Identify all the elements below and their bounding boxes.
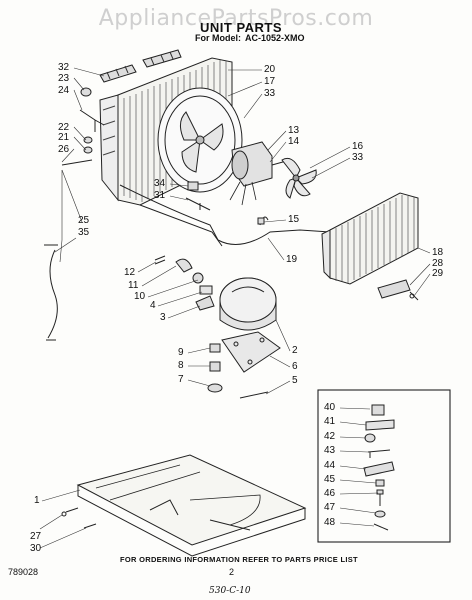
callout-19: 19	[286, 254, 298, 265]
callout-2: 2	[292, 345, 298, 356]
callout-32: 32	[58, 62, 70, 73]
base-pan	[76, 454, 307, 557]
document-code: 789028	[8, 567, 39, 577]
callout-5: 5	[292, 375, 298, 386]
callout-33-upper: 33	[264, 88, 276, 99]
blower-fan	[281, 157, 317, 199]
base-screws	[61, 507, 97, 529]
model-label: For Model:	[195, 33, 241, 43]
compressor-mount-plate	[221, 331, 281, 373]
compressor	[219, 277, 277, 331]
callout-26: 26	[58, 144, 70, 155]
callout-10: 10	[134, 291, 146, 302]
callout-8: 8	[178, 360, 184, 371]
callout-7: 7	[178, 374, 184, 385]
callout-3: 3	[160, 312, 166, 323]
callout-45: 45	[324, 474, 336, 485]
callout-22: 22	[58, 122, 70, 133]
clip-and-screw	[185, 181, 211, 211]
part-5-tube	[239, 391, 269, 399]
callout-20: 20	[264, 64, 276, 75]
ordering-info-note: FOR ORDERING INFORMATION REFER TO PARTS …	[120, 555, 358, 564]
callout-47: 47	[324, 502, 336, 513]
refrigerant-tubing	[119, 184, 331, 247]
callout-11: 11	[128, 280, 139, 291]
callout-23: 23	[58, 73, 70, 84]
callout-46: 46	[324, 488, 336, 499]
callout-30: 30	[30, 543, 42, 554]
page-number: 2	[229, 567, 235, 577]
callout-14: 14	[288, 136, 300, 147]
callout-29: 29	[432, 268, 444, 279]
callout-35: 35	[78, 227, 90, 238]
callout-40: 40	[324, 402, 336, 413]
evaporator-coil	[321, 192, 419, 285]
callout-21: 21	[58, 132, 70, 143]
callout-41: 41	[324, 416, 336, 427]
callout-6: 6	[292, 361, 298, 372]
top-bracket-left	[99, 64, 137, 83]
callout-15: 15	[288, 214, 300, 225]
callout-33-lower: 33	[352, 152, 364, 163]
callout-16: 16	[352, 141, 364, 152]
power-cord-harness	[44, 244, 58, 341]
model-line: For Model: AC-1052-XMO	[195, 33, 305, 43]
callout-28: 28	[432, 258, 444, 269]
fan-motor	[229, 141, 291, 206]
hardware-kit-box	[317, 389, 451, 543]
callout-44: 44	[324, 460, 336, 471]
callout-17: 17	[264, 76, 276, 87]
watermark: AppliancePartsPros.com	[98, 6, 374, 31]
top-bracket-right	[142, 49, 182, 68]
leader-lines	[39, 67, 431, 549]
callout-42: 42	[324, 431, 336, 442]
handwritten-note: 530-C-10	[209, 586, 251, 596]
callout-48: 48	[324, 517, 336, 528]
fan-shroud	[157, 87, 243, 193]
callout-43: 43	[324, 445, 336, 456]
mounting-grommets	[207, 343, 223, 393]
callout-1: 1	[34, 495, 40, 506]
callout-34: 34	[154, 178, 166, 189]
small-parts-left	[61, 87, 105, 166]
callout-27: 27	[30, 531, 42, 542]
callout-25: 25	[78, 215, 90, 226]
diagram-title: UNIT PARTS	[200, 20, 283, 35]
callout-24: 24	[58, 85, 70, 96]
callout-12: 12	[124, 267, 136, 278]
callout-31: 31	[154, 190, 166, 201]
callout-4: 4	[150, 300, 156, 311]
compressor-terminal-parts	[154, 255, 215, 311]
callout-18: 18	[432, 247, 444, 258]
callout-9: 9	[178, 347, 184, 358]
model-number: AC-1052-XMO	[245, 33, 305, 43]
callout-13: 13	[288, 125, 300, 136]
